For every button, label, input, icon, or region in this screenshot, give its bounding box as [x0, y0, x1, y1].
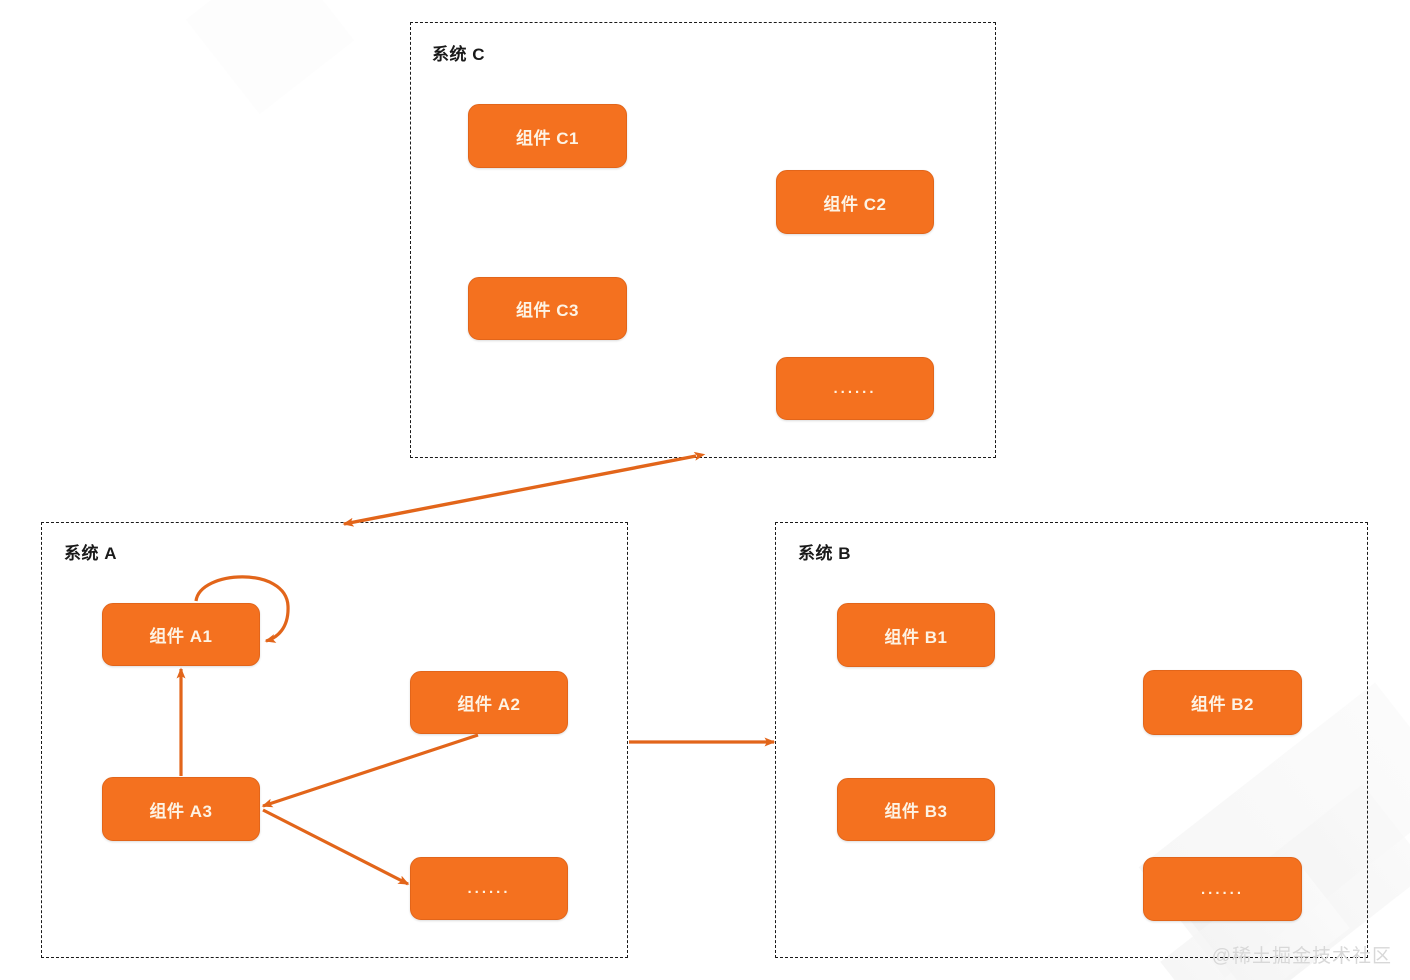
connector-system-c-to-system-a	[342, 451, 706, 527]
component-b-more[interactable]: ......	[1143, 857, 1302, 921]
background-shape	[185, 0, 355, 115]
component-a3[interactable]: 组件 A3	[102, 777, 260, 841]
component-b3[interactable]: 组件 B3	[837, 778, 995, 841]
system-title-c: 系统 C	[432, 45, 485, 64]
component-c2[interactable]: 组件 C2	[776, 170, 934, 234]
component-b1[interactable]: 组件 B1	[837, 603, 995, 667]
system-container-b[interactable]	[775, 522, 1368, 958]
system-container-a[interactable]	[41, 522, 628, 958]
component-c3[interactable]: 组件 C3	[468, 277, 627, 340]
component-c-more[interactable]: ......	[776, 357, 934, 420]
component-a-more[interactable]: ......	[410, 857, 568, 920]
watermark-text: @稀土掘金技术社区	[1211, 946, 1392, 967]
component-b2[interactable]: 组件 B2	[1143, 670, 1302, 735]
component-a2[interactable]: 组件 A2	[410, 671, 568, 734]
component-a1[interactable]: 组件 A1	[102, 603, 260, 666]
system-title-a: 系统 A	[64, 544, 117, 563]
system-title-b: 系统 B	[798, 544, 851, 563]
component-c1[interactable]: 组件 C1	[468, 104, 627, 168]
